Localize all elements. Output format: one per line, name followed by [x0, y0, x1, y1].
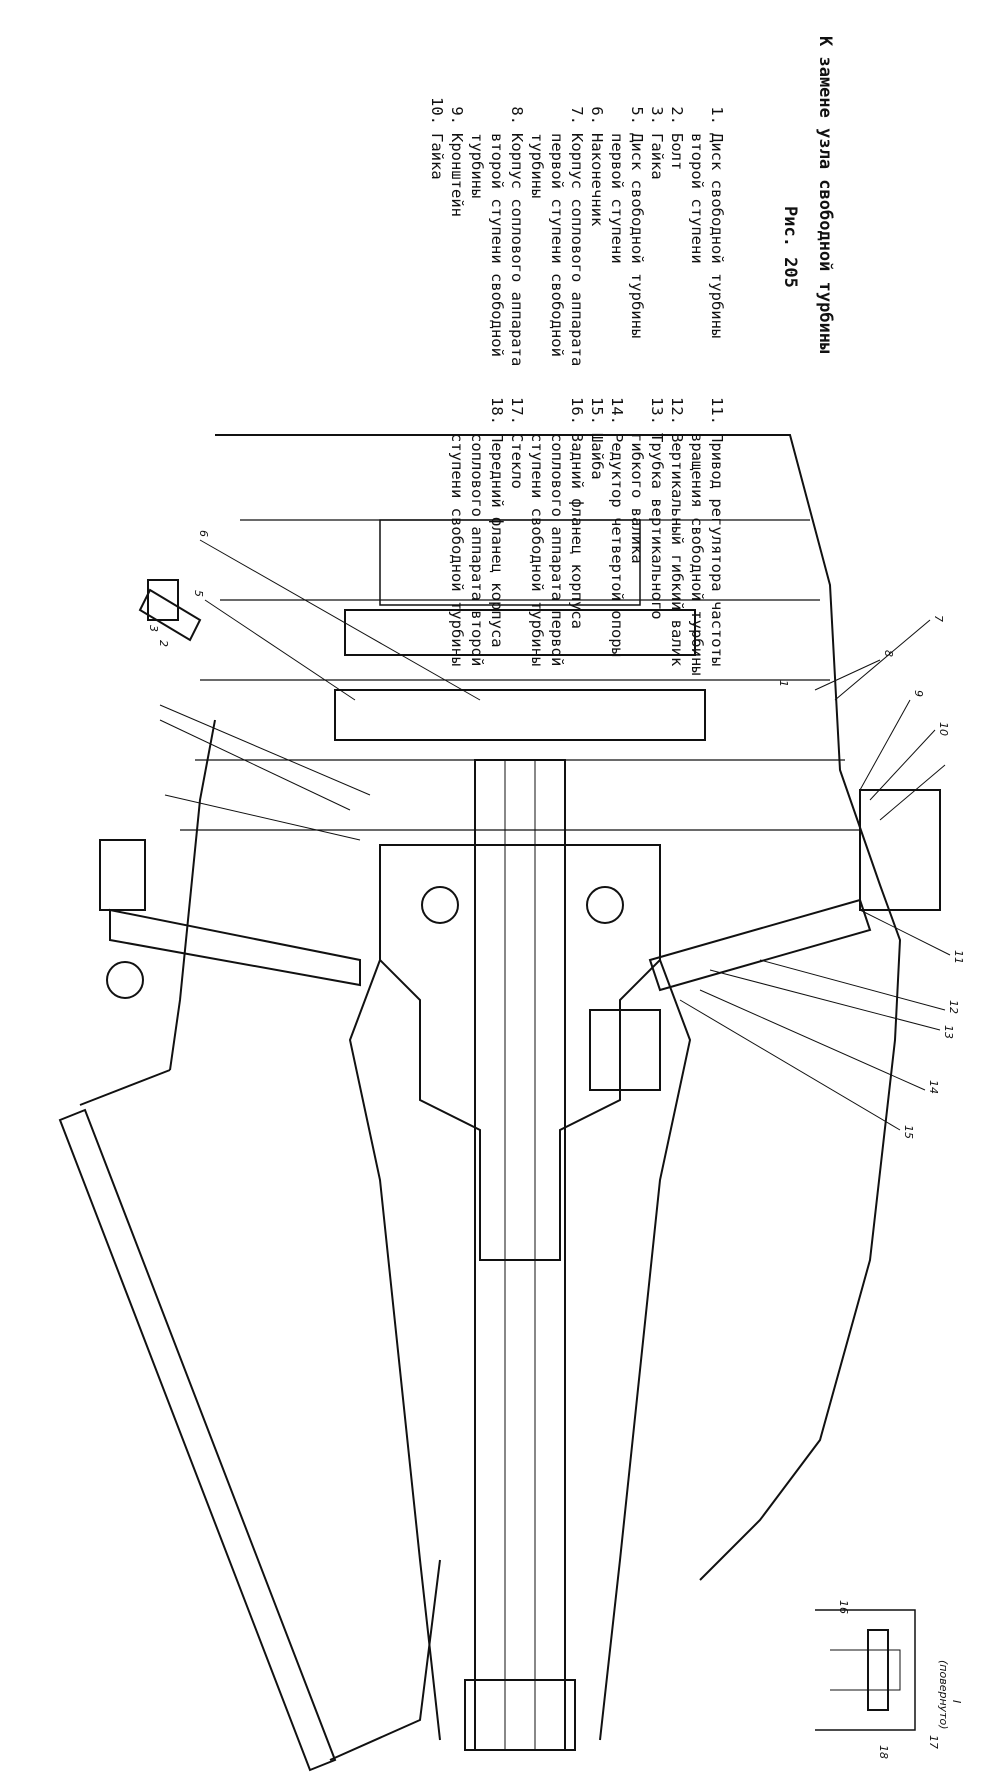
- callout-17: 17: [927, 1735, 940, 1749]
- callout-18: 18: [877, 1745, 890, 1759]
- detail-note: (повернуто): [937, 1660, 950, 1730]
- callout-15: 15: [902, 1125, 915, 1139]
- callout-3: 3: [147, 625, 160, 632]
- callout-16: 16: [837, 1600, 850, 1614]
- bearing-left: [421, 886, 459, 924]
- shaft-end: [464, 1679, 576, 1751]
- callout-14: 14: [927, 1080, 940, 1094]
- callout-1: 1: [777, 680, 790, 687]
- disc-first-stage: [344, 609, 696, 656]
- bearing-right: [586, 886, 624, 924]
- callout-9: 9: [912, 690, 925, 697]
- exhaust-cone-left: [348, 959, 441, 1741]
- callout-7: 7: [932, 615, 945, 622]
- casing-outline-bottom: [169, 719, 216, 1071]
- callout-8: 8: [882, 650, 895, 657]
- callout-13: 13: [942, 1025, 955, 1039]
- callout-11: 11: [952, 950, 965, 964]
- callout-10: 10: [937, 722, 950, 736]
- pipe-fitting-left: [109, 908, 361, 987]
- disc-second-stage: [334, 689, 706, 741]
- governor-drive: [859, 789, 941, 911]
- detail-view: [815, 1609, 916, 1731]
- leader-lines: [159, 539, 951, 1131]
- exhaust-cone-right: [599, 959, 692, 1741]
- callout-12: 12: [947, 1000, 960, 1014]
- exhaust-duct: [58, 1108, 337, 1772]
- detail-label: I: [950, 1700, 963, 1703]
- callout-6: 6: [197, 530, 210, 537]
- gearbox-fourth-support: [589, 1009, 661, 1091]
- callout-5: 5: [192, 590, 205, 597]
- flexible-shaft-tube: [648, 898, 872, 992]
- callout-2: 2: [157, 640, 170, 647]
- main-shaft: [474, 759, 566, 1751]
- casing-outline-top: [215, 434, 902, 1581]
